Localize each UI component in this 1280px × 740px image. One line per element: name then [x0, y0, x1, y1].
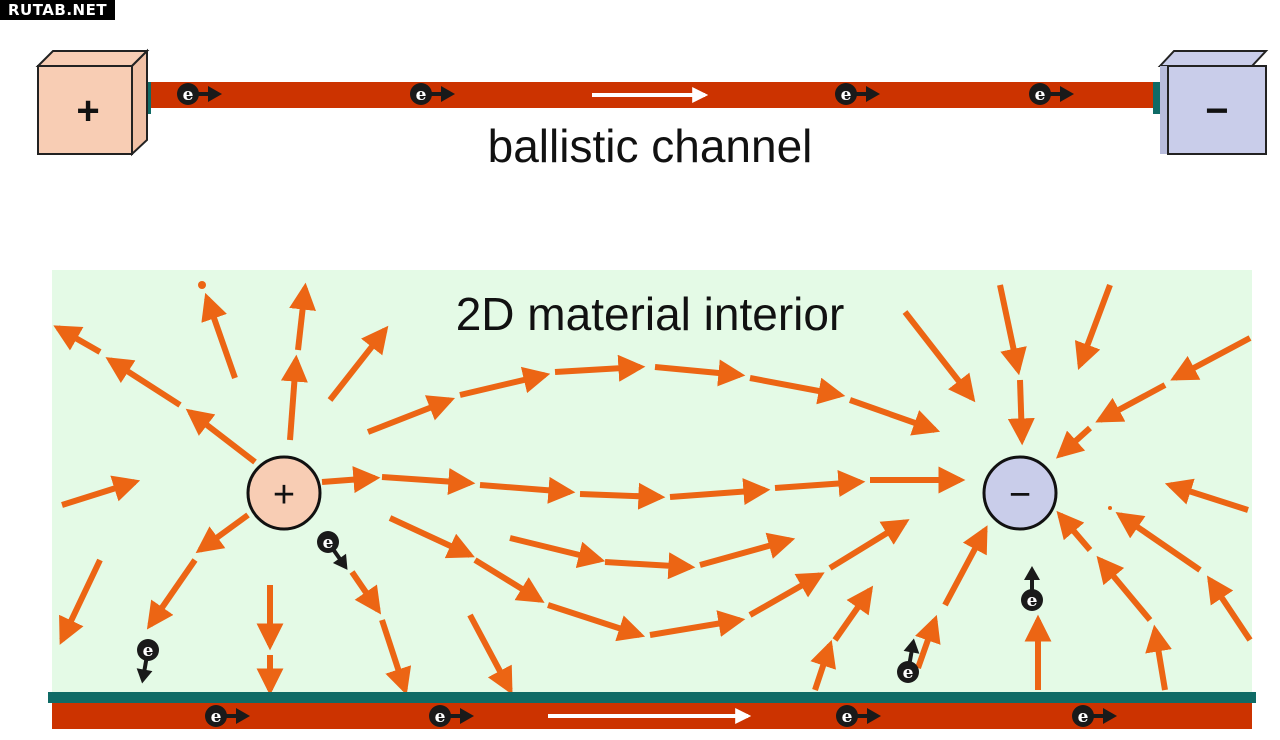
plus-sign: +	[76, 89, 99, 133]
field-arrow	[669, 478, 771, 506]
field-arrow	[53, 325, 102, 355]
field-arrow	[105, 357, 182, 408]
field-dot	[198, 281, 206, 289]
field-arrow	[61, 475, 141, 508]
field-arrow	[654, 359, 746, 387]
field-arrow	[459, 366, 551, 398]
field-arrow	[699, 532, 796, 568]
field-arrow	[280, 354, 308, 441]
field-arrow	[201, 292, 238, 379]
plus-sign: +	[273, 474, 295, 516]
negative-terminal: −	[1157, 50, 1269, 155]
field-arrow	[185, 408, 257, 465]
field-arrow	[327, 325, 389, 402]
field-arrow	[604, 552, 696, 580]
electron-icon: e	[429, 705, 474, 727]
field-arrow	[379, 619, 412, 696]
electron-symbol: e	[143, 641, 154, 661]
field-arrow	[467, 613, 513, 695]
field-arrow	[774, 470, 866, 497]
watermark: RUTAB.NET	[0, 0, 116, 20]
field-arrow	[1056, 510, 1093, 552]
field-arrow	[915, 614, 941, 670]
field-arrow	[349, 570, 382, 615]
field-arrow	[509, 535, 606, 568]
field-arrow	[547, 602, 646, 642]
field-lines	[53, 282, 1253, 696]
electron-icon: e	[1029, 83, 1074, 105]
field-arrow	[1095, 382, 1167, 423]
electron-symbol: e	[1078, 707, 1089, 727]
ballistic-channel-label: ballistic channel	[488, 120, 813, 172]
field-arrow	[59, 558, 103, 645]
electron-symbol: e	[435, 707, 446, 727]
electron-icon: e	[136, 639, 159, 684]
field-arrow	[942, 525, 988, 607]
field-arrow	[1207, 575, 1253, 642]
ballistic-channel-panel: + − ballistic channel e e e e	[35, 48, 1269, 172]
electron-symbol: e	[842, 707, 853, 727]
field-arrow	[146, 558, 198, 630]
electron-symbol: e	[1035, 85, 1046, 105]
field-arrow	[366, 395, 456, 435]
electron-icon: e	[205, 705, 250, 727]
electron-symbol: e	[183, 85, 194, 105]
field-arrow	[1115, 511, 1202, 573]
field-arrow	[649, 610, 746, 638]
interior-label: 2D material interior	[456, 288, 845, 340]
minus-sign: −	[1009, 474, 1031, 516]
electron-symbol: e	[841, 85, 852, 105]
field-arrow	[381, 468, 476, 495]
field-arrow	[195, 512, 250, 554]
field-arrow	[748, 572, 825, 618]
field-arrow	[1145, 624, 1172, 691]
field-arrow	[810, 639, 836, 691]
field-arrow	[1055, 425, 1093, 459]
positive-terminal: +	[35, 48, 150, 157]
field-arrow	[828, 519, 910, 571]
field-arrow	[479, 476, 576, 504]
material-interior-panel: 2D material interior + − e e e e e e e e	[48, 270, 1256, 729]
field-arrow	[1164, 478, 1249, 513]
field-arrow	[554, 354, 646, 382]
electron-symbol: e	[1027, 591, 1038, 611]
field-arrow	[1096, 555, 1153, 622]
electron-icon: e	[835, 83, 880, 105]
field-arrow	[579, 482, 666, 510]
contact-strip	[48, 692, 1256, 703]
negative-charge: −	[982, 455, 1058, 531]
field-arrow	[473, 557, 545, 603]
field-arrow	[902, 310, 976, 403]
electron-icon: e	[1021, 566, 1043, 611]
field-arrow	[849, 397, 941, 436]
electron-symbol: e	[416, 85, 427, 105]
field-arrow	[1007, 379, 1035, 446]
field-arrow	[1170, 335, 1252, 381]
minus-sign: −	[1205, 89, 1228, 133]
electron-icon: e	[317, 531, 348, 570]
field-arrow	[832, 585, 874, 642]
field-arrow	[749, 375, 846, 405]
electron-symbol: e	[903, 663, 914, 683]
field-dot	[1108, 506, 1112, 510]
electron-symbol: e	[323, 533, 334, 553]
electron-icon: e	[177, 83, 222, 105]
electron-icon: e	[836, 705, 881, 727]
field-arrow	[321, 466, 381, 494]
positive-charge: +	[246, 455, 322, 531]
field-arrow	[997, 284, 1027, 376]
field-arrow	[289, 282, 316, 351]
electron-icon: e	[410, 83, 455, 105]
field-arrow	[388, 515, 475, 559]
electron-icon: e	[1072, 705, 1117, 727]
field-arrow	[1074, 283, 1113, 371]
electron-icon: e	[897, 638, 920, 683]
electron-symbol: e	[211, 707, 222, 727]
